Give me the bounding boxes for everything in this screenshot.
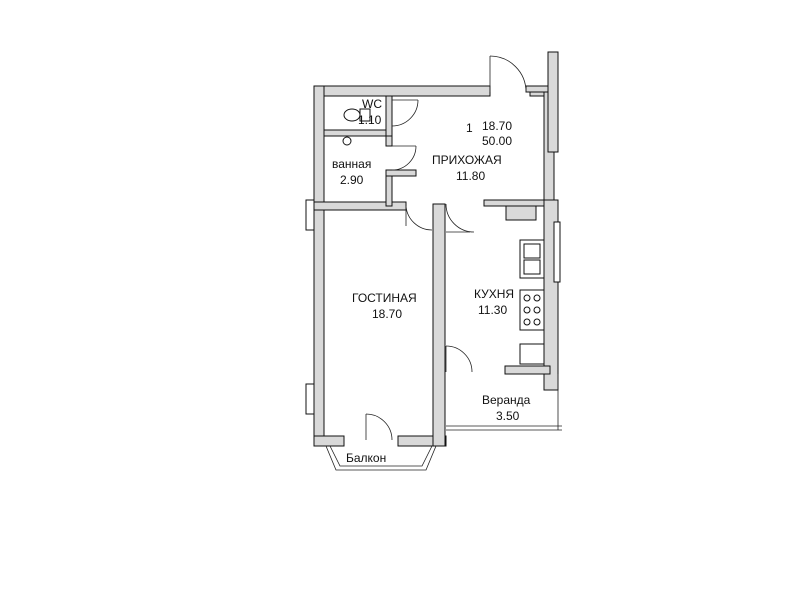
room-name-living: ГОСТИНАЯ (352, 291, 417, 305)
room-name-kitchen: КУХНЯ (474, 287, 514, 301)
room-labels: 1 18.70 50.00 WC 1.10 ванная 2.90 ПРИХОЖ… (332, 97, 531, 465)
apartment-living-area: 18.70 (482, 119, 512, 133)
room-name-wc: WC (362, 97, 382, 111)
apartment-number: 1 (466, 121, 473, 135)
room-name-hall: ПРИХОЖАЯ (432, 153, 502, 167)
room-area-living: 18.70 (372, 307, 402, 321)
room-area-veranda: 3.50 (496, 409, 520, 423)
room-area-wc: 1.10 (358, 113, 382, 127)
room-name-balcony: Балкон (346, 451, 386, 465)
fixtures (342, 108, 545, 365)
room-name-bath: ванная (332, 157, 371, 171)
outdoor-outlines (325, 374, 562, 471)
door-swings (365, 55, 527, 441)
outer-walls (313, 51, 559, 447)
room-area-hall: 11.80 (456, 169, 485, 183)
apartment-total-area: 50.00 (482, 134, 512, 148)
room-area-bath: 2.90 (340, 173, 364, 187)
bathroom-walls (323, 95, 545, 221)
room-name-veranda: Веранда (482, 393, 531, 407)
windows (305, 199, 561, 415)
room-area-kitchen: 11.30 (478, 303, 507, 317)
